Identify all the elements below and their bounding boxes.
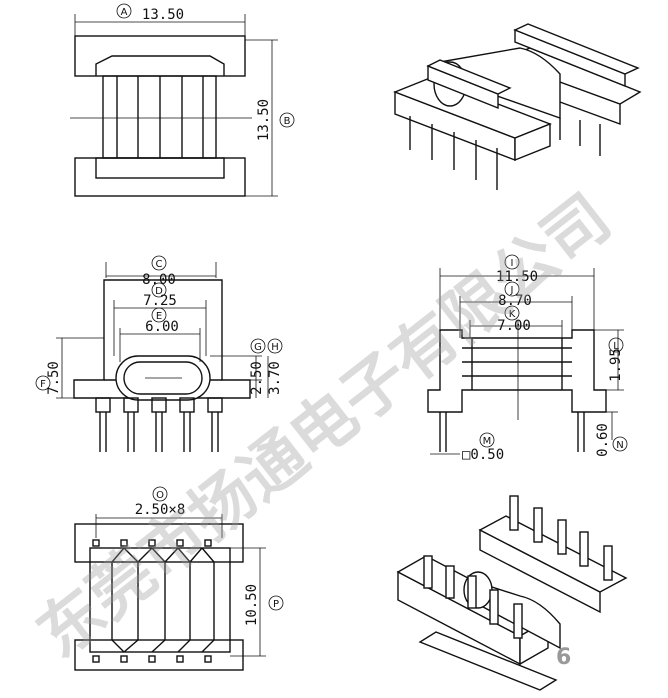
page-number: 6 [556, 645, 571, 670]
dim-g-value: 2.50 [249, 361, 265, 395]
dim-d-letter: D [155, 286, 163, 297]
dim-k-letter: K [509, 309, 516, 320]
dim-o-value: 2.50×8 [135, 502, 186, 518]
watermark-text: 东莞市扬通电子有限公司 [24, 181, 624, 673]
dim-g-letter: G [254, 342, 262, 353]
side-view: I 11.50 J 8.70 K 7.00 L 1.95 M □0.50 N 0… [427, 254, 628, 463]
dim-f-value: 7.50 [46, 361, 62, 395]
dim-i-letter: I [511, 258, 514, 269]
top-view: A 13.50 B 13.50 [70, 3, 295, 197]
dim-a-letter: A [121, 7, 128, 18]
isometric-view-bottom [396, 495, 628, 691]
dim-b-value: 13.50 [256, 99, 272, 141]
dim-c-value: 8.00 [142, 272, 176, 288]
dim-j-letter: J [510, 285, 514, 296]
dim-i-value: 11.50 [496, 269, 538, 285]
dim-h-value: 3.70 [267, 361, 283, 395]
front-view: C 8.00 D 7.25 E 6.00 F 7.50 G H 2.50 3.7… [35, 255, 283, 452]
dim-c-letter: C [156, 259, 163, 270]
dim-f-letter: F [40, 379, 46, 390]
dim-n-value: 0.60 [595, 423, 611, 457]
bottom-view: O 2.50×8 P 10.50 [74, 486, 284, 671]
dim-j-value: 8.70 [498, 293, 532, 309]
dim-l-letter: L [613, 341, 619, 352]
isometric-view-top [393, 23, 642, 190]
dim-b-letter: B [284, 116, 291, 127]
dim-p-letter: P [273, 599, 279, 610]
dim-e-value: 6.00 [145, 319, 179, 335]
dim-a-value: 13.50 [142, 7, 184, 23]
dim-m-letter: M [483, 436, 492, 447]
dim-h-letter: H [271, 342, 279, 353]
dim-m-value: □0.50 [462, 447, 504, 463]
dim-p-value: 10.50 [244, 584, 260, 626]
dim-d-value: 7.25 [143, 293, 177, 309]
dim-n-letter: N [616, 440, 623, 451]
dim-o-letter: O [156, 490, 164, 501]
dim-l-value: 1.95 [608, 348, 624, 382]
dim-k-value: 7.00 [497, 318, 531, 334]
dim-e-letter: E [156, 311, 162, 322]
